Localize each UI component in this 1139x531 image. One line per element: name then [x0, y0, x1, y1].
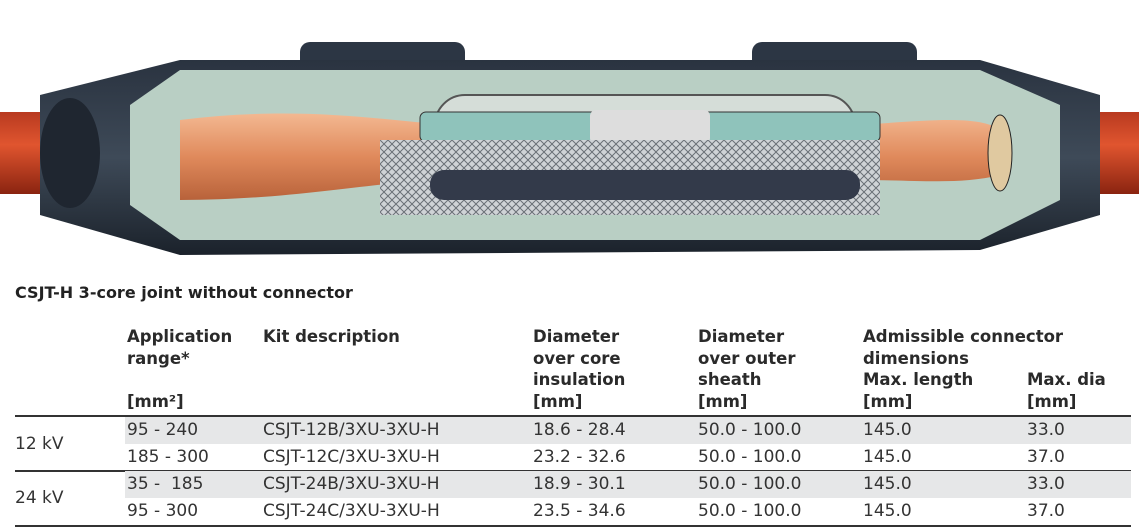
cell-len: 145.0: [863, 420, 912, 440]
cell-kit: CSJT-24C/3XU-3XU-H: [263, 501, 440, 521]
cable-joint-illustration: [0, 42, 1139, 255]
header-diameter-sheath: Diameter over outer sheath [mm]: [698, 326, 795, 412]
cell-core: 18.6 - 28.4: [533, 420, 626, 440]
cell-range: 185 - 300: [127, 447, 209, 467]
voltage-label: 12 kV: [15, 434, 64, 454]
header-line: [mm]: [533, 391, 583, 411]
header-line: insulation: [533, 370, 626, 389]
table-title: CSJT-H 3-core joint without connector: [15, 283, 353, 302]
cell-len: 145.0: [863, 474, 912, 494]
cell-len: 145.0: [863, 501, 912, 521]
cell-dia: 33.0: [1027, 474, 1065, 494]
header-line: Diameter: [698, 327, 785, 346]
header-line: [mm²]: [127, 391, 184, 411]
header-line: Max. length: [863, 370, 974, 389]
header-line: Max. dia: [1027, 370, 1106, 389]
header-connector: Admissible connector dimensions: [863, 326, 1063, 369]
divider: [15, 470, 1131, 472]
header-line: Diameter: [533, 327, 620, 346]
row-shade: [125, 471, 1131, 498]
cell-sheath: 50.0 - 100.0: [698, 447, 802, 467]
header-line: [mm]: [698, 391, 748, 411]
housing-end-left: [40, 98, 100, 208]
header-line: range*: [127, 348, 190, 368]
header-application-range: Application range* [mm²]: [127, 326, 232, 412]
cell-range: 95 - 300: [127, 501, 199, 521]
cell-core: 23.5 - 34.6: [533, 501, 626, 521]
cell-len: 145.0: [863, 447, 912, 467]
table-row: 35 - 185 CSJT-24B/3XU-3XU-H 18.9 - 30.1 50.…: [15, 471, 1131, 498]
cell-core: 18.9 - 30.1: [533, 474, 626, 494]
cell-dia: 37.0: [1027, 447, 1065, 467]
header-max-dia: Max. dia [mm]: [1027, 369, 1106, 412]
cell-kit: CSJT-12B/3XU-3XU-H: [263, 420, 440, 440]
divider: [15, 525, 1131, 527]
cell-kit: CSJT-12C/3XU-3XU-H: [263, 447, 440, 467]
cell-sheath: 50.0 - 100.0: [698, 474, 802, 494]
header-line: sheath: [698, 370, 762, 389]
cell-dia: 37.0: [1027, 501, 1065, 521]
header-line: over core: [533, 348, 621, 368]
header-spacer: [127, 369, 232, 391]
header-line: Application: [127, 327, 233, 346]
table-row: 95 - 240 CSJT-12B/3XU-3XU-H 18.6 - 28.4 50.…: [15, 417, 1131, 444]
connector: [590, 110, 710, 144]
header-line: [mm]: [1027, 391, 1077, 411]
cell-core: 23.2 - 32.6: [533, 447, 626, 467]
voltage-label: 24 kV: [15, 488, 64, 508]
divider: [15, 415, 1131, 417]
table-row: 185 - 300 CSJT-12C/3XU-3XU-H 23.2 - 32.6 50…: [15, 444, 1131, 471]
cable-end-right: [987, 114, 1013, 192]
cell-range: 35 - 185: [127, 474, 204, 494]
header-line: [mm]: [863, 391, 913, 411]
cell-kit: CSJT-24B/3XU-3XU-H: [263, 474, 440, 494]
row-shade: [125, 417, 1131, 444]
header-line: Admissible connector: [863, 327, 1064, 346]
cell-sheath: 50.0 - 100.0: [698, 420, 802, 440]
cell-range: 95 - 240: [127, 420, 199, 440]
cell-sheath: 50.0 - 100.0: [698, 501, 802, 521]
header-kit-description: Kit description: [263, 327, 400, 346]
cell-dia: 33.0: [1027, 420, 1065, 440]
header-line: over outer: [698, 348, 796, 368]
table-row: 95 - 300 CSJT-24C/3XU-3XU-H 23.5 - 34.6 50.…: [15, 498, 1131, 525]
lower-core: [430, 170, 860, 200]
header-line: dimensions: [863, 348, 969, 368]
header-max-length: Max. length [mm]: [863, 369, 973, 412]
header-diameter-core: Diameter over core insulation [mm]: [533, 326, 625, 412]
